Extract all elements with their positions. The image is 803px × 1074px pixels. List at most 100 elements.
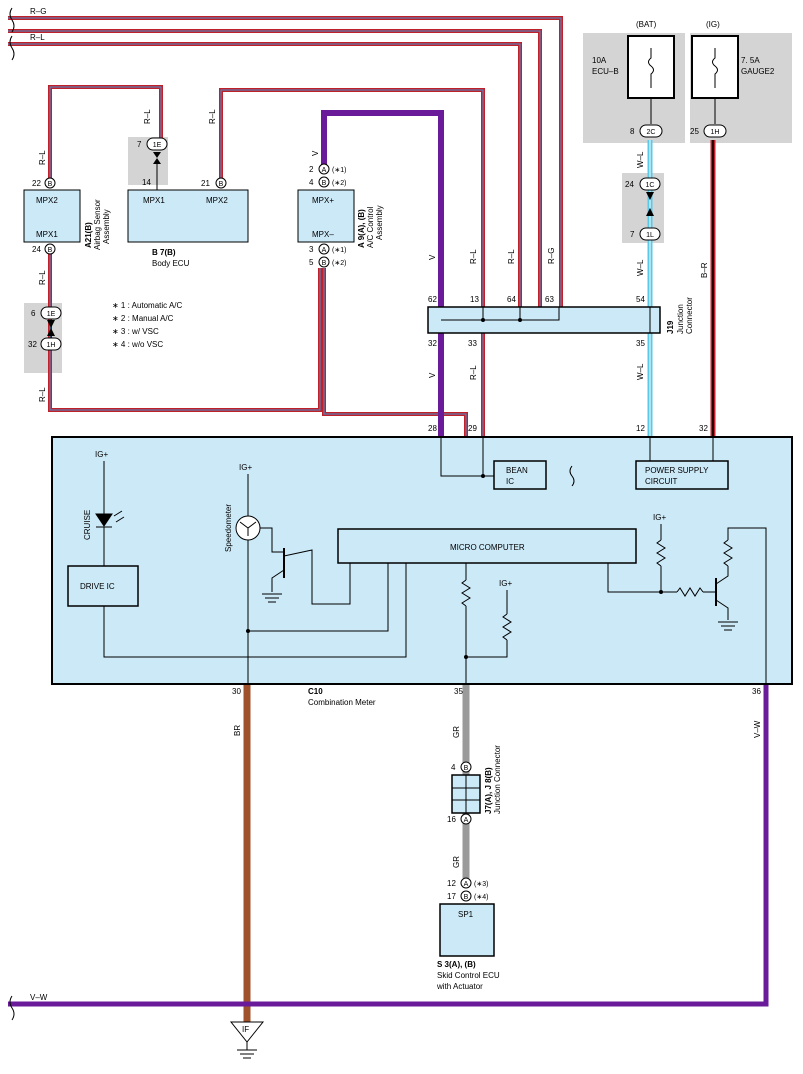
ac-pin2-note: (∗2) (332, 180, 346, 187)
ground-small-1 (262, 593, 282, 603)
jc-1c-pin: 24 (625, 180, 634, 189)
meter-ig-2: IG+ (239, 463, 252, 472)
fuse-bat-top: (BAT) (636, 20, 657, 29)
j19-code: J19 (666, 320, 675, 334)
bean-wire-28 (440, 438, 494, 477)
transistor-2-emitter (715, 599, 729, 620)
ac-pin2: B (318, 176, 330, 188)
cruise-label: CRUISE (83, 510, 92, 540)
skid-label: SP1 (458, 910, 474, 919)
label-rl-b: R–L (143, 109, 152, 124)
j19-node-2 (518, 318, 522, 322)
svg-text:1H: 1H (711, 129, 720, 136)
body-pin-right-num: 21 (201, 179, 210, 188)
fuse-ig-top: (IG) (706, 20, 720, 29)
psu-box (635, 460, 729, 490)
ac-pin4: B (318, 256, 330, 268)
skid-name1: Skid Control ECU (437, 971, 500, 980)
gr-node (464, 655, 468, 659)
j19-pin-13: 13 (470, 295, 479, 304)
fuse-ig-symbol (712, 48, 718, 88)
airbag-name2: Assembly (102, 209, 111, 244)
label-gr-b: GR (452, 856, 461, 868)
j7-grid (452, 775, 480, 813)
body-label-right: MPX2 (206, 196, 228, 205)
fuse-bat-box (627, 35, 675, 99)
meter-pin-30: 30 (232, 687, 241, 696)
label-rg-j: R–G (547, 248, 556, 264)
ac-pin1-num: 2 (309, 165, 314, 174)
speedo-wire-down (247, 540, 389, 632)
ac-name2: Assembly (375, 205, 384, 240)
meter-ig-4: IG+ (653, 513, 666, 522)
jc-1h-left: 1H (40, 337, 62, 351)
bean-node (481, 474, 485, 478)
skid-pin2-num: 17 (447, 892, 456, 901)
svg-text:1E: 1E (153, 142, 162, 149)
jc-1l-pin: 7 (630, 230, 635, 239)
led-arrows (113, 510, 125, 523)
meter-pin-29: 29 (468, 424, 477, 433)
ac-pin3: A (318, 243, 330, 255)
body-label-left: MPX1 (143, 196, 165, 205)
j19-pin-35: 35 (636, 339, 645, 348)
meter-ig-3: IG+ (499, 579, 512, 588)
note-1: ∗ 1 : Automatic A/C (112, 301, 183, 310)
ground-small-2 (718, 621, 738, 631)
svg-text:A: A (322, 167, 327, 174)
ac-pin1: A (318, 163, 330, 175)
label-gr-a: GR (452, 726, 461, 738)
meter-pin-32: 32 (699, 424, 708, 433)
skid-pin1-num: 12 (447, 879, 456, 888)
j7-pin-top-num: 4 (451, 763, 456, 772)
ac-box (297, 189, 355, 243)
airbag-code: A21(B) (84, 222, 93, 248)
label-rl-j3: R–L (469, 365, 478, 380)
ac-pin4-note: (∗2) (332, 260, 346, 267)
body-code: B 7(B) (152, 248, 176, 257)
svg-text:B: B (322, 260, 327, 267)
body-jc-pin: 7 (137, 140, 142, 149)
skid-code: S 3(A), (B) (437, 960, 476, 969)
label-v-c: V (428, 372, 437, 378)
j7-name: Junction Connector (493, 745, 502, 814)
svg-text:2C: 2C (647, 129, 656, 136)
svg-text:B: B (464, 894, 469, 901)
meter-pin-28: 28 (428, 424, 437, 433)
speedo-needle (239, 521, 257, 536)
meter-pin-12: 12 (636, 424, 645, 433)
drive-ic-box (67, 565, 139, 607)
note-2: ∗ 2 : Manual A/C (112, 314, 174, 323)
label-vw-bottom: V–W (30, 993, 48, 1002)
skid-pin2-note: (∗4) (474, 894, 488, 901)
jc-1h-left-pin: 32 (28, 340, 37, 349)
j7-code: J7(A), J 8(B) (484, 767, 493, 814)
fuse-bat-amp: 10A (592, 56, 607, 65)
skid-pin2: B (460, 890, 472, 902)
resistor-3 (656, 539, 666, 567)
label-wl-b: W–L (636, 259, 645, 276)
label-br-out: BR (233, 725, 242, 736)
j19-node-1 (481, 318, 485, 322)
label-rl-a: R–L (38, 150, 47, 165)
ac-pin4-num: 5 (309, 258, 314, 267)
transistor-emitter (271, 569, 285, 592)
fuse-bat-pin: 8 (630, 127, 635, 136)
label-v-a: V (311, 150, 320, 156)
jc-1e-body: 1E (146, 137, 168, 164)
wire-vw (8, 684, 769, 1007)
label-rl-c: R–L (208, 109, 217, 124)
resistor-5-lead (727, 527, 767, 684)
fuse-ig-box (691, 35, 739, 99)
body-ecu-box (127, 189, 249, 243)
j7-pin-bottom: A (460, 813, 472, 825)
fuse-bat-conn: 2C (639, 124, 663, 138)
resistor-2 (502, 613, 512, 641)
resistor-5 (723, 539, 733, 567)
skid-box (439, 903, 495, 957)
r3-node (659, 590, 663, 594)
wire-rl-airbag-mpx1 (48, 250, 322, 412)
meter-name: Combination Meter (308, 698, 376, 707)
wire-rg-top (8, 16, 563, 307)
label-rl-d: R–L (38, 270, 47, 285)
